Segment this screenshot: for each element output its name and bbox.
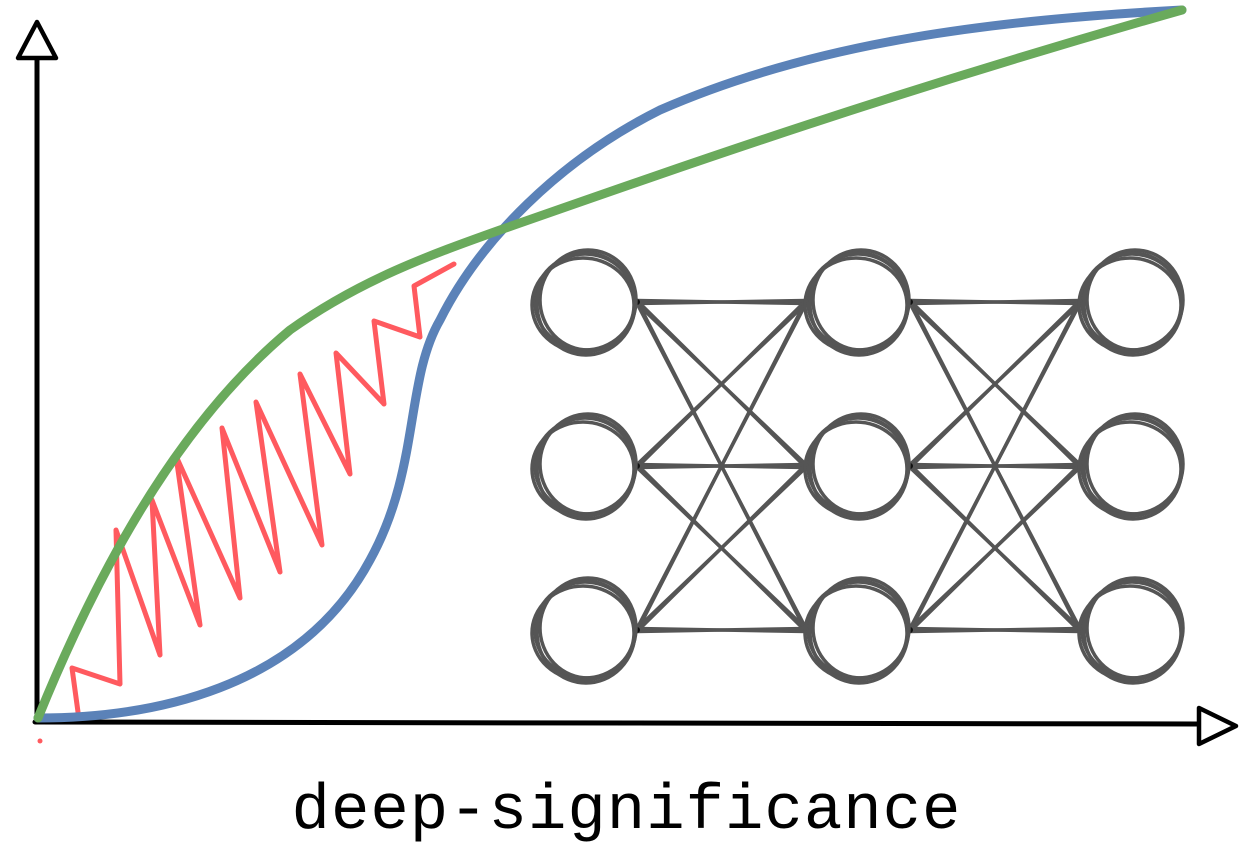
network-connection	[635, 298, 808, 634]
network-node	[530, 576, 638, 685]
node-stroke	[1082, 251, 1184, 357]
node-stroke	[808, 579, 910, 685]
network-connection	[635, 298, 808, 470]
network-connection	[908, 626, 1082, 634]
x-axis-arrow-icon	[1196, 705, 1239, 747]
network-node	[803, 412, 911, 521]
concave-green-curve	[33, 5, 1187, 723]
network-connection	[908, 298, 1082, 470]
network-node	[1077, 248, 1185, 357]
node-stroke	[1082, 415, 1184, 521]
project-title: deep-significance	[291, 776, 962, 848]
node-stroke	[535, 415, 637, 521]
network-node	[803, 248, 911, 357]
neural-network	[530, 248, 1185, 685]
network-node	[530, 248, 638, 357]
noisy-red-curve	[69, 261, 457, 715]
axes	[15, 19, 1239, 747]
node-stroke	[1082, 579, 1184, 685]
x-axis-line	[32, 719, 1200, 727]
network-connection	[908, 298, 1082, 306]
network-node	[1077, 412, 1185, 521]
smooth-blue-curve	[33, 5, 1187, 723]
node-stroke	[535, 251, 637, 357]
network-node	[530, 412, 638, 521]
network-connection	[635, 298, 808, 306]
network-connection	[908, 298, 1082, 634]
origin-dot	[37, 738, 43, 744]
network-node	[1077, 576, 1185, 685]
y-axis-arrow-icon	[15, 19, 59, 61]
network-connection	[908, 462, 1082, 634]
network-node	[803, 576, 911, 685]
node-stroke	[808, 415, 910, 521]
node-stroke	[535, 579, 637, 685]
network-connection	[635, 462, 808, 634]
network-connection	[635, 626, 808, 634]
node-stroke	[808, 251, 910, 357]
